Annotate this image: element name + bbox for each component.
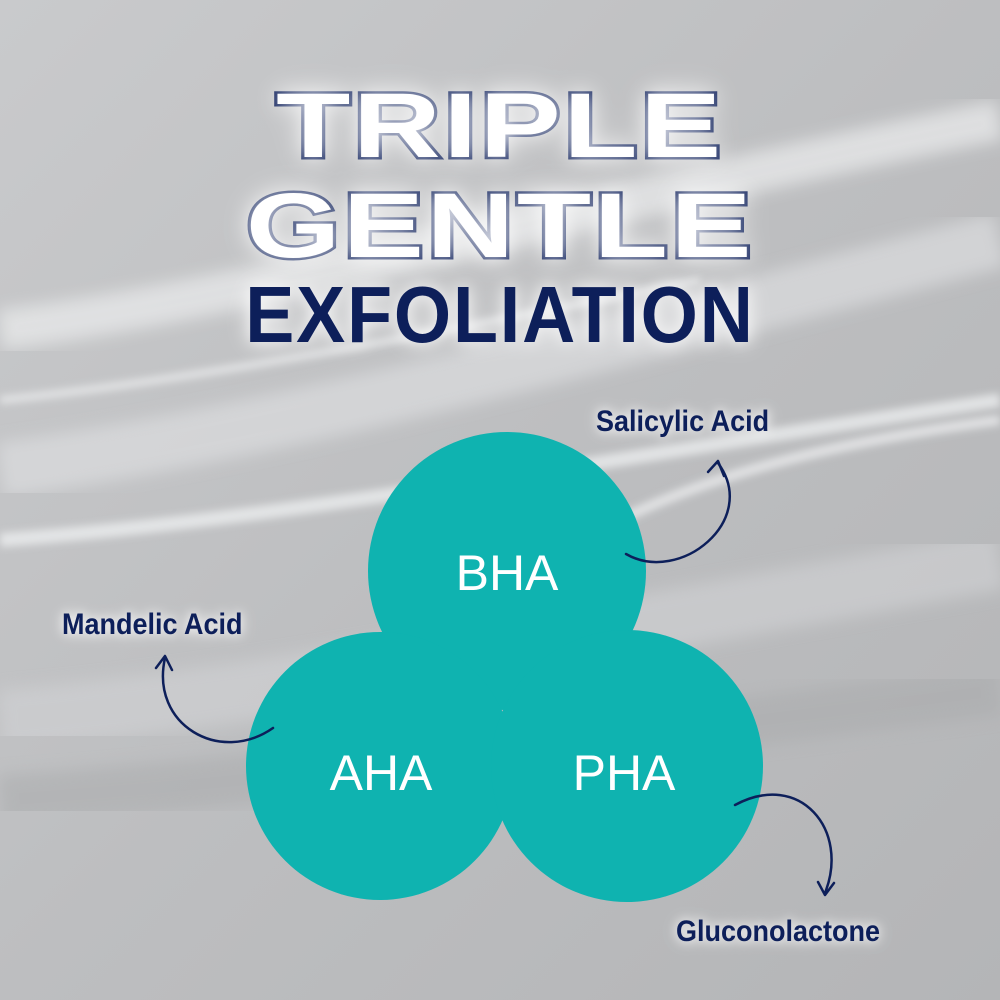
acid-label-gluconolactone: Gluconolactone xyxy=(676,915,881,948)
arrow-mandelic xyxy=(161,656,275,744)
arrow-head-mandelic-icon xyxy=(154,654,174,672)
circle-pha xyxy=(491,630,763,902)
circle-label-aha: AHA xyxy=(330,745,433,801)
circle-label-bha: BHA xyxy=(456,545,559,601)
title-line-2: GENTLE xyxy=(243,175,755,277)
title-line-3: EXFOLIATION xyxy=(245,270,755,359)
circle-label-pha: PHA xyxy=(573,745,676,801)
arrow-salicylic xyxy=(624,461,731,564)
circle-aha xyxy=(246,632,514,900)
title-line-1: TRIPLE xyxy=(273,75,725,177)
acid-label-mandelic: Mandelic Acid xyxy=(62,608,243,641)
arrow-head-glucono-icon xyxy=(816,880,836,897)
circle-aha-shape xyxy=(246,632,514,900)
arrow-head-salicylic-icon xyxy=(706,459,726,478)
arrow-glucono xyxy=(733,793,833,895)
circle-pha-shape xyxy=(491,630,763,902)
acid-label-salicylic: Salicylic Acid xyxy=(596,405,770,438)
